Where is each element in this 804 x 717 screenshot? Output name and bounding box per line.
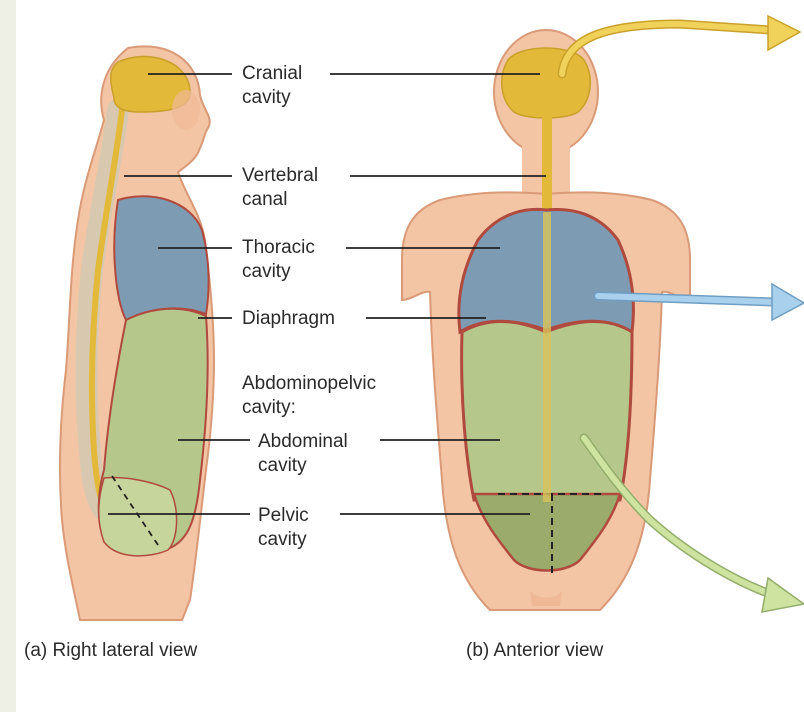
lateral-spinal-cord bbox=[88, 107, 125, 515]
label-diaphragm: Diaphragm bbox=[242, 307, 335, 331]
label-cranial-line1: Cranial bbox=[242, 63, 303, 84]
label-vertebral-canal: Vertebral canal bbox=[242, 164, 318, 212]
label-thoracic-cavity: Thoracic cavity bbox=[242, 236, 315, 284]
lateral-cranial-cavity bbox=[110, 55, 191, 113]
caption-anterior-view: (b) Anterior view bbox=[466, 640, 604, 661]
label-abdominal-line2: cavity bbox=[258, 455, 307, 476]
abdominal-arrow-shaft-fill bbox=[581, 435, 779, 599]
label-pelvic-line1: Pelvic bbox=[258, 505, 309, 526]
label-vertebral-line2: canal bbox=[242, 189, 288, 210]
label-diaphragm-text: Diaphragm bbox=[242, 308, 335, 329]
anterior-groin bbox=[530, 590, 562, 606]
lateral-face bbox=[172, 90, 200, 130]
lateral-thoracic-cavity bbox=[113, 195, 210, 322]
label-abdominal-line1: Abdominal bbox=[258, 431, 348, 452]
lateral-pelvic-cavity bbox=[97, 476, 178, 557]
anterior-view-figure bbox=[401, 29, 691, 611]
label-vertebral-line1: Vertebral bbox=[242, 165, 319, 186]
abdominal-arrow-head bbox=[761, 576, 804, 613]
anterior-vertebral-canal bbox=[542, 112, 552, 210]
thoracic-arrow-shaft-fill bbox=[595, 293, 777, 305]
label-pelvic-line2: cavity bbox=[258, 529, 307, 550]
anterior-spine-stripe bbox=[543, 212, 551, 502]
lateral-view-figure bbox=[58, 45, 216, 621]
label-cranial-cavity: Cranial cavity bbox=[242, 62, 302, 110]
label-abdominopelvic-line2: cavity: bbox=[242, 397, 296, 418]
label-pelvic-cavity: Pelvic cavity bbox=[258, 504, 309, 552]
anterior-cranial-cavity bbox=[501, 47, 591, 119]
lateral-pelvic-divider bbox=[111, 475, 161, 549]
label-abdominal-cavity: Abdominal cavity bbox=[258, 430, 348, 478]
label-thoracic-line1: Thoracic bbox=[242, 237, 315, 258]
caption-lateral-view: (a) Right lateral view bbox=[24, 640, 198, 661]
leader-lines bbox=[108, 73, 546, 515]
label-thoracic-line2: cavity bbox=[242, 261, 291, 282]
label-abdominopelvic-line1: Abdominopelvic bbox=[242, 373, 377, 394]
lateral-vertebral-column bbox=[75, 99, 129, 521]
cranial-arrow-head bbox=[767, 14, 802, 52]
thoracic-arrow-head bbox=[771, 282, 804, 322]
label-cranial-line2: cavity bbox=[242, 87, 291, 108]
arrows bbox=[557, 14, 804, 613]
cranial-arrow-shaft-fill bbox=[559, 20, 773, 77]
label-abdominopelvic-cavity: Abdominopelvic cavity: bbox=[242, 372, 376, 420]
left-edge-strip bbox=[0, 0, 16, 712]
